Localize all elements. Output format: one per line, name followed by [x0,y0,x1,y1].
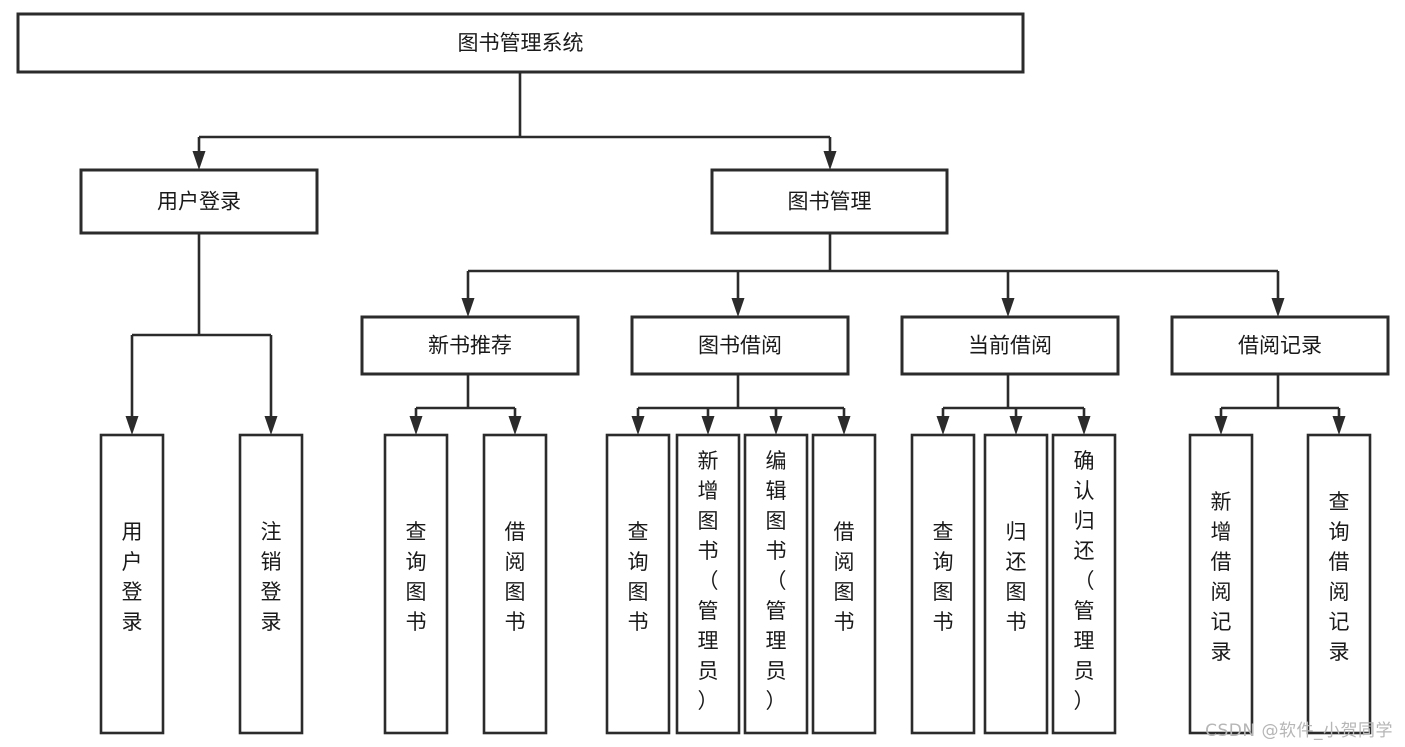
node-leaf-edit-book[interactable]: 编辑图书（管理员） [743,433,809,735]
node-box-leaf-edit-book [743,433,809,735]
node-box-new-book-recommend [360,315,580,376]
node-leaf-user-login[interactable]: 用户登录 [99,433,165,735]
node-layer: 图书管理系统用户登录图书管理新书推荐图书借阅当前借阅借阅记录用户登录注销登录查询… [16,12,1390,735]
node-box-root [16,12,1025,74]
arrow-head-icon [1001,298,1015,317]
connector-layer [125,72,1346,435]
node-label-leaf-borrow-book: 借阅图书 [834,520,855,634]
node-label-book-manage: 图书管理 [788,190,872,214]
node-box-leaf-query-book-recommend [383,433,449,735]
arrow-head-icon [508,416,522,435]
node-label-leaf-user-logout: 注销登录 [261,520,282,634]
node-box-leaf-query-book-current [910,433,976,735]
node-label-leaf-add-book: 新增图书（管理员） [698,449,719,713]
connector-root-to-level2 [192,72,837,170]
arrow-head-icon [823,151,837,170]
arrow-head-icon [1077,416,1091,435]
connector-book-borrow-to-leaves [631,374,851,435]
node-box-leaf-user-logout [238,433,304,735]
node-box-leaf-return-book [983,433,1049,735]
node-user-login[interactable]: 用户登录 [79,168,319,235]
arrow-head-icon [125,416,139,435]
node-label-leaf-query-book-current: 查询图书 [933,520,954,634]
node-box-current-borrow [900,315,1120,376]
arrow-head-icon [1271,298,1285,317]
connector-new-book-recommend-to-leaves [409,374,522,435]
node-leaf-return-book[interactable]: 归还图书 [983,433,1049,735]
arrow-head-icon [1332,416,1346,435]
connector-book-manage-to-level3 [461,233,1285,317]
node-box-leaf-query-borrow-record [1306,433,1372,735]
node-label-leaf-query-book-recommend: 查询图书 [406,520,427,634]
arrow-head-icon [461,298,475,317]
node-label-book-borrow: 图书借阅 [698,334,782,358]
node-label-leaf-user-login: 用户登录 [122,520,143,634]
arrow-head-icon [631,416,645,435]
node-box-leaf-borrow-book-recommend [482,433,548,735]
arrow-head-icon [936,416,950,435]
arrow-head-icon [769,416,783,435]
connector-current-borrow-to-leaves [936,374,1091,435]
node-leaf-query-book-current[interactable]: 查询图书 [910,433,976,735]
node-label-current-borrow: 当前借阅 [968,334,1052,358]
arrow-head-icon [409,416,423,435]
node-box-user-login [79,168,319,235]
node-new-book-recommend[interactable]: 新书推荐 [360,315,580,376]
node-leaf-add-borrow-record[interactable]: 新增借阅记录 [1188,433,1254,735]
node-leaf-add-book[interactable]: 新增图书（管理员） [675,433,741,735]
arrow-head-icon [192,151,206,170]
node-box-leaf-borrow-book [811,433,877,735]
arrow-head-icon [264,416,278,435]
node-book-manage[interactable]: 图书管理 [710,168,949,235]
node-box-leaf-add-borrow-record [1188,433,1254,735]
node-leaf-user-logout[interactable]: 注销登录 [238,433,304,735]
node-leaf-borrow-book[interactable]: 借阅图书 [811,433,877,735]
node-leaf-query-borrow-record[interactable]: 查询借阅记录 [1306,433,1372,735]
node-book-borrow[interactable]: 图书借阅 [630,315,850,376]
node-leaf-confirm-return[interactable]: 确认归还（管理员） [1051,433,1117,735]
node-label-borrow-record: 借阅记录 [1238,334,1322,358]
node-box-book-borrow [630,315,850,376]
node-label-leaf-edit-book: 编辑图书（管理员） [766,449,787,713]
node-box-leaf-add-book [675,433,741,735]
arrow-head-icon [1009,416,1023,435]
arrow-head-icon [1214,416,1228,435]
node-box-book-manage [710,168,949,235]
node-box-leaf-confirm-return [1051,433,1117,735]
node-label-leaf-return-book: 归还图书 [1006,520,1027,634]
node-label-user-login: 用户登录 [157,190,241,214]
node-label-new-book-recommend: 新书推荐 [428,334,512,358]
node-current-borrow[interactable]: 当前借阅 [900,315,1120,376]
node-box-leaf-user-login [99,433,165,735]
arrow-head-icon [837,416,851,435]
node-box-borrow-record [1170,315,1390,376]
node-label-root: 图书管理系统 [458,31,584,55]
node-box-leaf-query-book-borrow [605,433,671,735]
node-label-leaf-query-borrow-record: 查询借阅记录 [1329,490,1350,664]
node-root[interactable]: 图书管理系统 [16,12,1025,74]
node-leaf-borrow-book-recommend[interactable]: 借阅图书 [482,433,548,735]
node-label-leaf-add-borrow-record: 新增借阅记录 [1211,490,1232,664]
arrow-head-icon [731,298,745,317]
node-leaf-query-book-recommend[interactable]: 查询图书 [383,433,449,735]
node-label-leaf-query-book-borrow: 查询图书 [628,520,649,634]
arrow-head-icon [701,416,715,435]
csdn-watermark: CSDN @软件_小贺同学 [1205,721,1393,741]
node-leaf-query-book-borrow[interactable]: 查询图书 [605,433,671,735]
connector-borrow-record-to-leaves [1214,374,1346,435]
node-label-leaf-borrow-book-recommend: 借阅图书 [505,520,526,634]
connector-user-login-to-leaves [125,233,278,435]
node-label-leaf-confirm-return: 确认归还（管理员） [1074,449,1095,713]
node-borrow-record[interactable]: 借阅记录 [1170,315,1390,376]
